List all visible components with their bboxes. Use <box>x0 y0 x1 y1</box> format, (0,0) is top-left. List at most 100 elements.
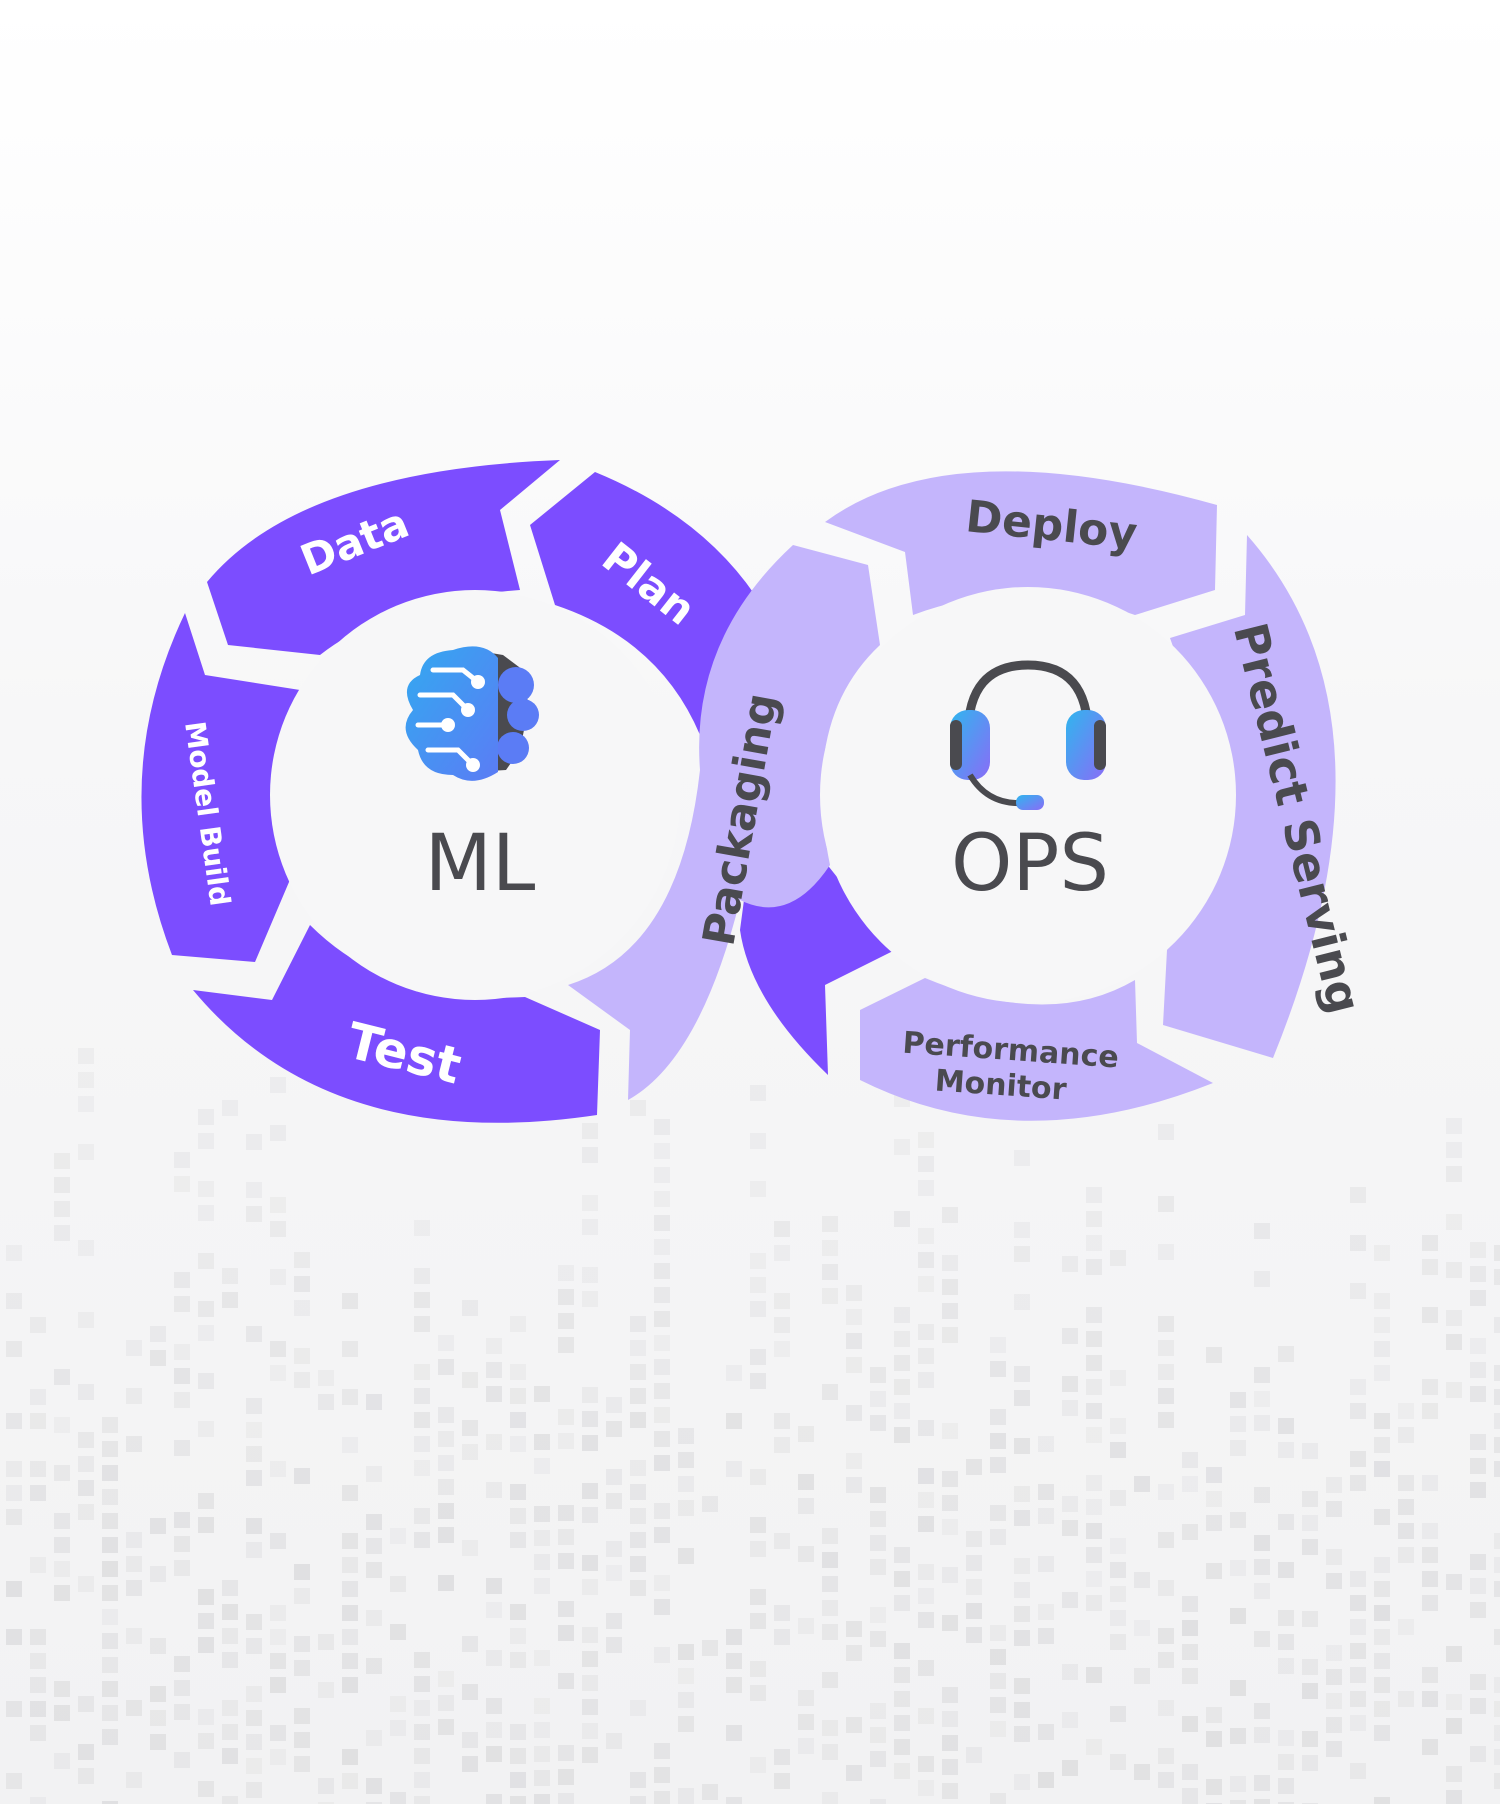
grid-pixel <box>798 1690 814 1706</box>
grid-pixel <box>1134 1476 1150 1492</box>
grid-pixel <box>750 1253 766 1269</box>
grid-pixel <box>294 1708 310 1724</box>
grid-pixel <box>750 1349 766 1365</box>
grid-pixel <box>342 1629 358 1645</box>
grid-pixel <box>414 1748 430 1764</box>
grid-pixel <box>78 1048 94 1064</box>
grid-pixel <box>1446 1262 1462 1278</box>
grid-pixel <box>30 1677 46 1693</box>
grid-pixel <box>870 1751 886 1767</box>
grid-pixel <box>438 1407 454 1423</box>
grid-pixel <box>342 1437 358 1453</box>
grid-pixel <box>1350 1235 1366 1251</box>
grid-pixel <box>126 1556 142 1572</box>
grid-pixel <box>1110 1250 1126 1266</box>
grid-pixel <box>54 1369 70 1385</box>
grid-pixel <box>870 1703 886 1719</box>
grid-pixel <box>582 1219 598 1235</box>
grid-pixel <box>486 1746 502 1762</box>
grid-pixel <box>750 1517 766 1533</box>
grid-pixel <box>174 1704 190 1720</box>
grid-pixel <box>1422 1259 1438 1275</box>
grid-pixel <box>678 1716 694 1732</box>
grid-pixel <box>630 1556 646 1572</box>
grid-pixel <box>1302 1755 1318 1771</box>
grid-pixel <box>270 1749 286 1765</box>
grid-pixel <box>462 1540 478 1556</box>
grid-pixel <box>582 1627 598 1643</box>
grid-pixel <box>894 1211 910 1227</box>
grid-pixel <box>534 1698 550 1714</box>
grid-pixel <box>1086 1235 1102 1251</box>
grid-pixel <box>438 1575 454 1591</box>
grid-pixel <box>534 1770 550 1786</box>
grid-pixel <box>846 1309 862 1325</box>
grid-pixel <box>630 1796 646 1804</box>
grid-pixel <box>1302 1659 1318 1675</box>
grid-pixel <box>966 1603 982 1619</box>
grid-pixel <box>654 1599 670 1615</box>
grid-pixel <box>270 1269 286 1285</box>
grid-pixel <box>102 1585 118 1601</box>
grid-pixel <box>1278 1802 1294 1804</box>
grid-pixel <box>942 1495 958 1511</box>
grid-pixel <box>150 1518 166 1534</box>
grid-pixel <box>942 1783 958 1799</box>
grid-pixel <box>1326 1645 1342 1661</box>
grid-pixel <box>1350 1187 1366 1203</box>
grid-pixel <box>102 1465 118 1481</box>
grid-pixel <box>1038 1508 1054 1524</box>
grid-pixel <box>222 1628 238 1644</box>
grid-pixel <box>1206 1707 1222 1723</box>
grid-pixel <box>678 1476 694 1492</box>
grid-pixel <box>846 1717 862 1733</box>
grid-pixel <box>1158 1580 1174 1596</box>
grid-pixel <box>1302 1611 1318 1627</box>
grid-pixel <box>30 1413 46 1429</box>
grid-pixel <box>1158 1244 1174 1260</box>
grid-pixel <box>1374 1629 1390 1645</box>
grid-pixel <box>1374 1725 1390 1741</box>
grid-pixel <box>270 1461 286 1477</box>
grid-pixel <box>1350 1715 1366 1731</box>
grid-pixel <box>654 1647 670 1663</box>
grid-pixel <box>918 1660 934 1676</box>
grid-pixel <box>1206 1779 1222 1795</box>
grid-pixel <box>294 1348 310 1364</box>
grid-pixel <box>750 1541 766 1557</box>
grid-pixel <box>774 1749 790 1765</box>
grid-pixel <box>1062 1496 1078 1512</box>
grid-pixel <box>1422 1403 1438 1419</box>
grid-pixel <box>1206 1731 1222 1747</box>
grid-pixel <box>750 1181 766 1197</box>
grid-pixel <box>1254 1775 1270 1791</box>
grid-pixel <box>870 1727 886 1743</box>
grid-pixel <box>1494 1749 1500 1765</box>
grid-pixel <box>894 1667 910 1683</box>
grid-pixel <box>222 1292 238 1308</box>
grid-pixel <box>174 1296 190 1312</box>
grid-pixel <box>1278 1346 1294 1362</box>
grid-pixel <box>1110 1586 1126 1602</box>
grid-pixel <box>1014 1150 1030 1166</box>
grid-pixel <box>846 1765 862 1781</box>
grid-pixel <box>462 1684 478 1700</box>
grid-pixel <box>894 1715 910 1731</box>
grid-pixel <box>966 1747 982 1763</box>
grid-pixel <box>1110 1610 1126 1626</box>
grid-pixel <box>750 1757 766 1773</box>
grid-pixel <box>174 1152 190 1168</box>
grid-pixel <box>630 1508 646 1524</box>
grid-pixel <box>510 1412 526 1428</box>
grid-pixel <box>702 1784 718 1800</box>
grid-pixel <box>1422 1475 1438 1491</box>
segment-plan <box>530 472 755 735</box>
grid-pixel <box>1494 1581 1500 1597</box>
grid-pixel <box>534 1722 550 1738</box>
grid-pixel <box>1470 1674 1486 1690</box>
grid-pixel <box>54 1153 70 1169</box>
grid-pixel <box>774 1293 790 1309</box>
grid-pixel <box>414 1292 430 1308</box>
grid-pixel <box>990 1409 1006 1425</box>
grid-pixel <box>510 1628 526 1644</box>
